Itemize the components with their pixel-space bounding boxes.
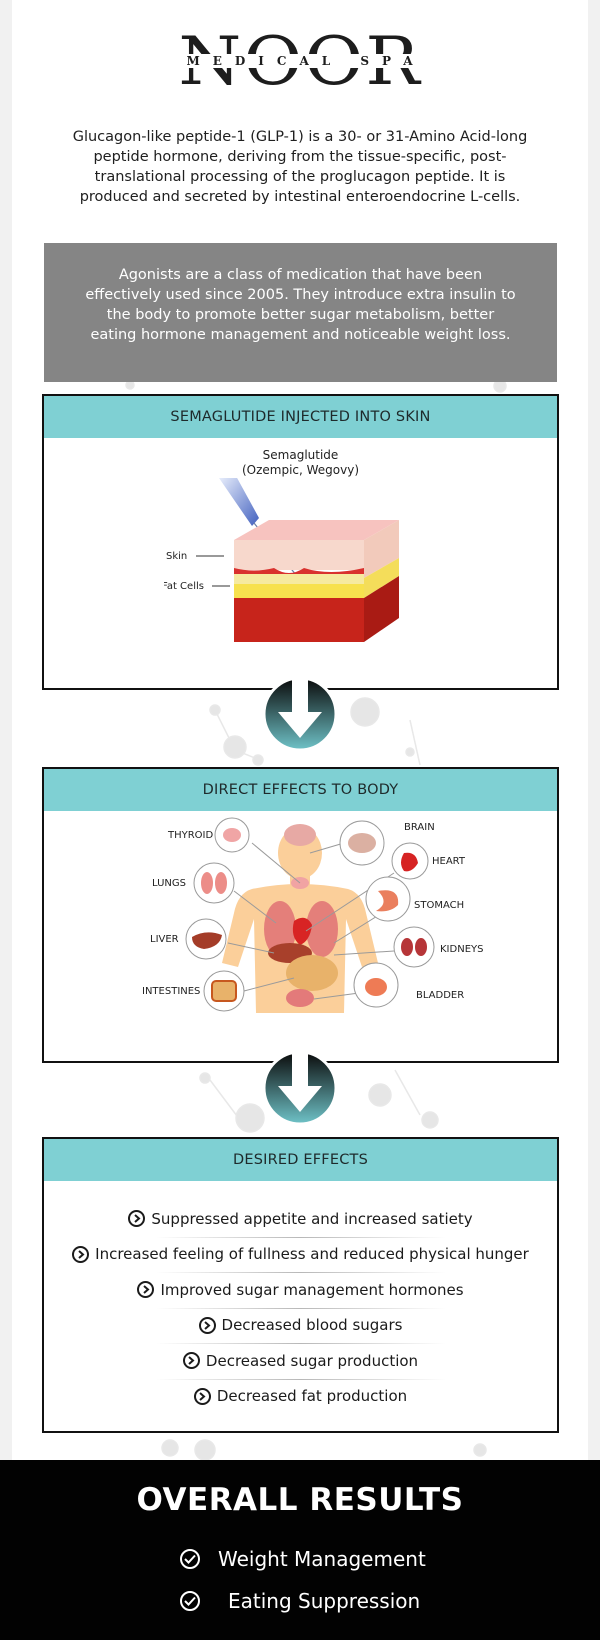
list-item: Decreased fat production xyxy=(44,1378,557,1415)
organ-label-intestines: INTESTINES xyxy=(142,986,200,997)
list-item: Decreased sugar production xyxy=(44,1343,557,1379)
chevron-right-circle-icon xyxy=(72,1245,90,1263)
body-effects-card: DIRECT EFFECTS TO BODY xyxy=(42,767,559,1063)
chevron-right-circle-icon xyxy=(193,1387,211,1405)
overall-results-title: OVERALL RESULTS xyxy=(136,1482,464,1518)
list-item: Increased feeling of fullness and reduce… xyxy=(44,1236,557,1273)
skin-label: Skin xyxy=(166,551,187,562)
desired-effects-list: Suppressed appetite and increased satiet… xyxy=(44,1201,557,1414)
list-item: Decreased blood sugars xyxy=(44,1307,557,1344)
chevron-right-circle-icon xyxy=(137,1281,155,1299)
drug-label: Semaglutide (Ozempic, Wegovy) xyxy=(44,448,557,478)
noor-logo: NOOR MEDICAL SPA xyxy=(0,26,600,96)
drug-name: Semaglutide xyxy=(262,448,339,462)
chevron-right-circle-icon xyxy=(128,1210,146,1228)
agonists-info-box: Agonists are a class of medication that … xyxy=(44,243,557,382)
organ-label-thyroid: THYROID xyxy=(167,830,214,841)
chevron-right-circle-icon xyxy=(182,1352,200,1370)
injection-card-title: SEMAGLUTIDE INJECTED INTO SKIN xyxy=(44,396,557,438)
list-item: Suppressed appetite and increased satiet… xyxy=(44,1201,557,1237)
injection-card: SEMAGLUTIDE INJECTED INTO SKIN Semagluti… xyxy=(42,394,559,690)
check-circle-icon xyxy=(180,1549,200,1569)
skin-injection-illustration: Skin Fat Cells xyxy=(164,478,399,642)
arrow-down-circle-icon xyxy=(262,672,338,752)
logo-subtitle: MEDICAL SPA xyxy=(172,54,428,68)
organ-label-kidneys: KIDNEYS xyxy=(440,944,483,955)
organ-label-liver: LIVER xyxy=(150,934,179,945)
results-list: Weight Management Eating Suppression xyxy=(180,1538,426,1622)
fat-cells-label: Fat Cells xyxy=(164,581,204,592)
check-circle-icon xyxy=(180,1591,200,1611)
agonists-text: Agonists are a class of medication that … xyxy=(85,267,516,343)
body-organs-illustration: THYROID LUNGS LIVER INTESTINES BRAIN HEA… xyxy=(142,817,483,1013)
organ-label-bladder: BLADDER xyxy=(416,990,464,1001)
chevron-right-circle-icon xyxy=(198,1316,216,1334)
drug-brands: (Ozempic, Wegovy) xyxy=(241,463,360,477)
body-effects-title: DIRECT EFFECTS TO BODY xyxy=(44,769,557,811)
list-item: Improved sugar management hormones xyxy=(44,1272,557,1308)
list-item: Weight Management xyxy=(180,1538,426,1580)
list-item: Eating Suppression xyxy=(180,1580,426,1622)
organ-label-lungs: LUNGS xyxy=(152,878,186,889)
organ-label-brain: BRAIN xyxy=(404,822,435,833)
glp1-intro-text: Glucagon-like peptide-1 (GLP-1) is a 30-… xyxy=(72,129,528,205)
desired-effects-title: DESIRED EFFECTS xyxy=(44,1139,557,1181)
organ-label-heart: HEART xyxy=(432,856,466,867)
arrow-down-circle-icon xyxy=(262,1046,338,1126)
overall-results-section: OVERALL RESULTS Weight Management Eating… xyxy=(0,1460,600,1640)
organ-label-stomach: STOMACH xyxy=(414,900,464,911)
desired-effects-card: DESIRED EFFECTS Suppressed appetite and … xyxy=(42,1137,559,1433)
